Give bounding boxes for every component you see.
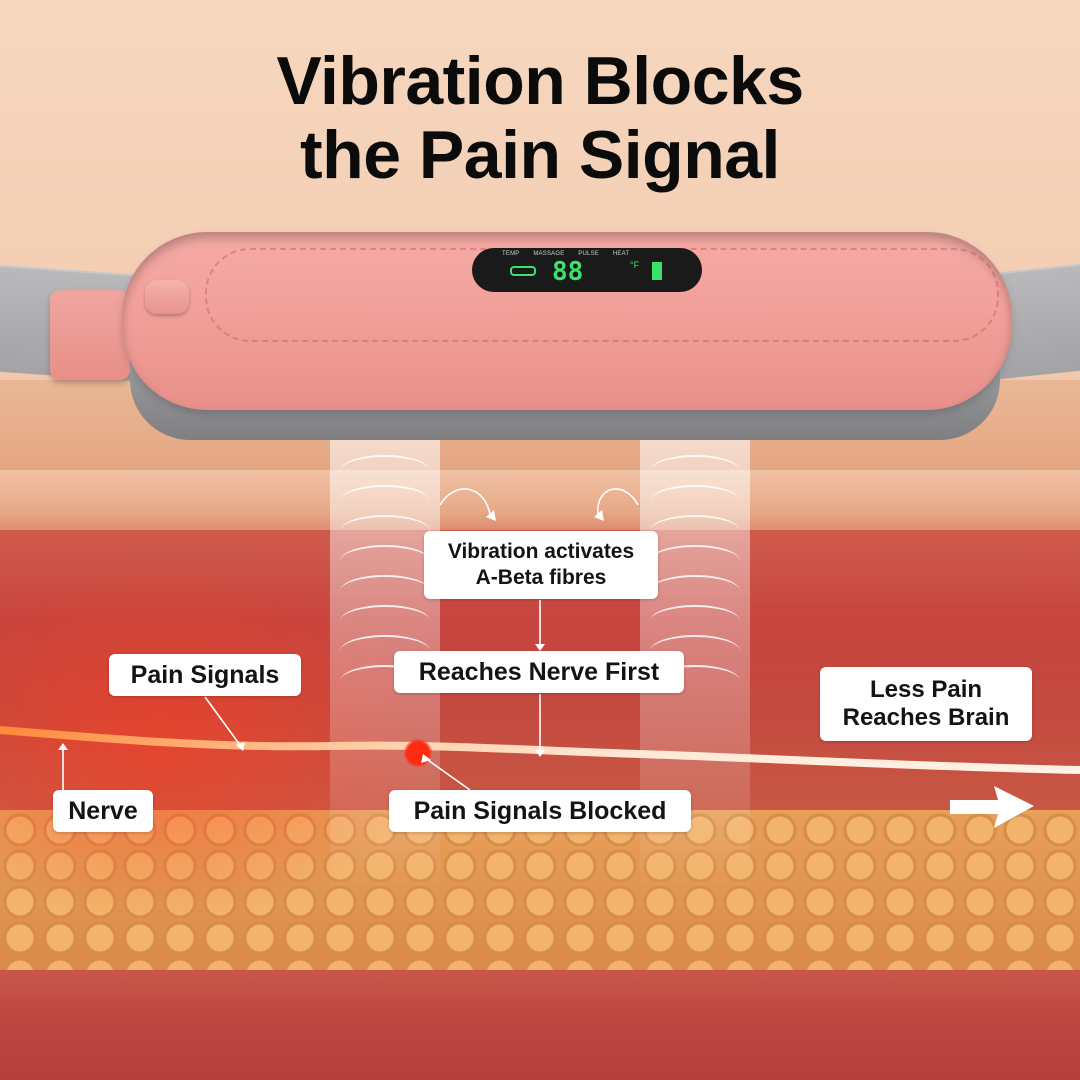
label-massage: MASSAGE xyxy=(533,251,565,257)
callout-vibration-line-2: A-Beta fibres xyxy=(475,566,607,589)
headline-line-2: the Pain Signal xyxy=(300,117,780,193)
callout-less-pain: Less Pain Reaches Brain xyxy=(820,667,1032,741)
label-pulse: PULSE xyxy=(578,251,599,257)
callout-reaches-nerve-first: Reaches Nerve First xyxy=(394,651,684,693)
pain-signal-dot xyxy=(404,739,432,767)
callout-vibration-activates: Vibration activates A-Beta fibres xyxy=(424,531,658,599)
callout-pain-signals-blocked: Pain Signals Blocked xyxy=(389,790,691,832)
display-labels: TEMP MASSAGE PULSE HEAT xyxy=(502,251,641,257)
callout-nerve: Nerve xyxy=(53,790,153,832)
battery-icon xyxy=(652,262,662,280)
callout-vibration-line-1: Vibration activates xyxy=(447,540,635,563)
headline-line-1: Vibration Blocks xyxy=(276,43,804,119)
display-digits: 88 xyxy=(552,257,584,287)
belt-buckle xyxy=(50,290,130,380)
curved-arrow-icon xyxy=(597,488,639,516)
callout-pain-signals: Pain Signals xyxy=(109,654,301,696)
callout-less-pain-line-1: Less Pain xyxy=(869,676,983,703)
power-button xyxy=(145,280,189,314)
device-display: TEMP MASSAGE PULSE HEAT 88 °F xyxy=(472,248,702,292)
epidermis-layer xyxy=(0,470,1080,540)
callout-less-pain-line-2: Reaches Brain xyxy=(842,704,1010,731)
display-unit: °F xyxy=(630,260,640,270)
headline: Vibration Blocks the Pain Signal xyxy=(0,44,1080,192)
nerve-fibre xyxy=(0,726,1080,774)
arrow-right-icon xyxy=(950,786,1034,828)
label-heat: HEAT xyxy=(612,251,630,257)
label-temp: TEMP xyxy=(502,251,520,257)
deep-tissue-layer xyxy=(0,970,1080,1080)
massage-mode-icon xyxy=(510,266,536,276)
curved-arrow-icon xyxy=(439,488,491,516)
